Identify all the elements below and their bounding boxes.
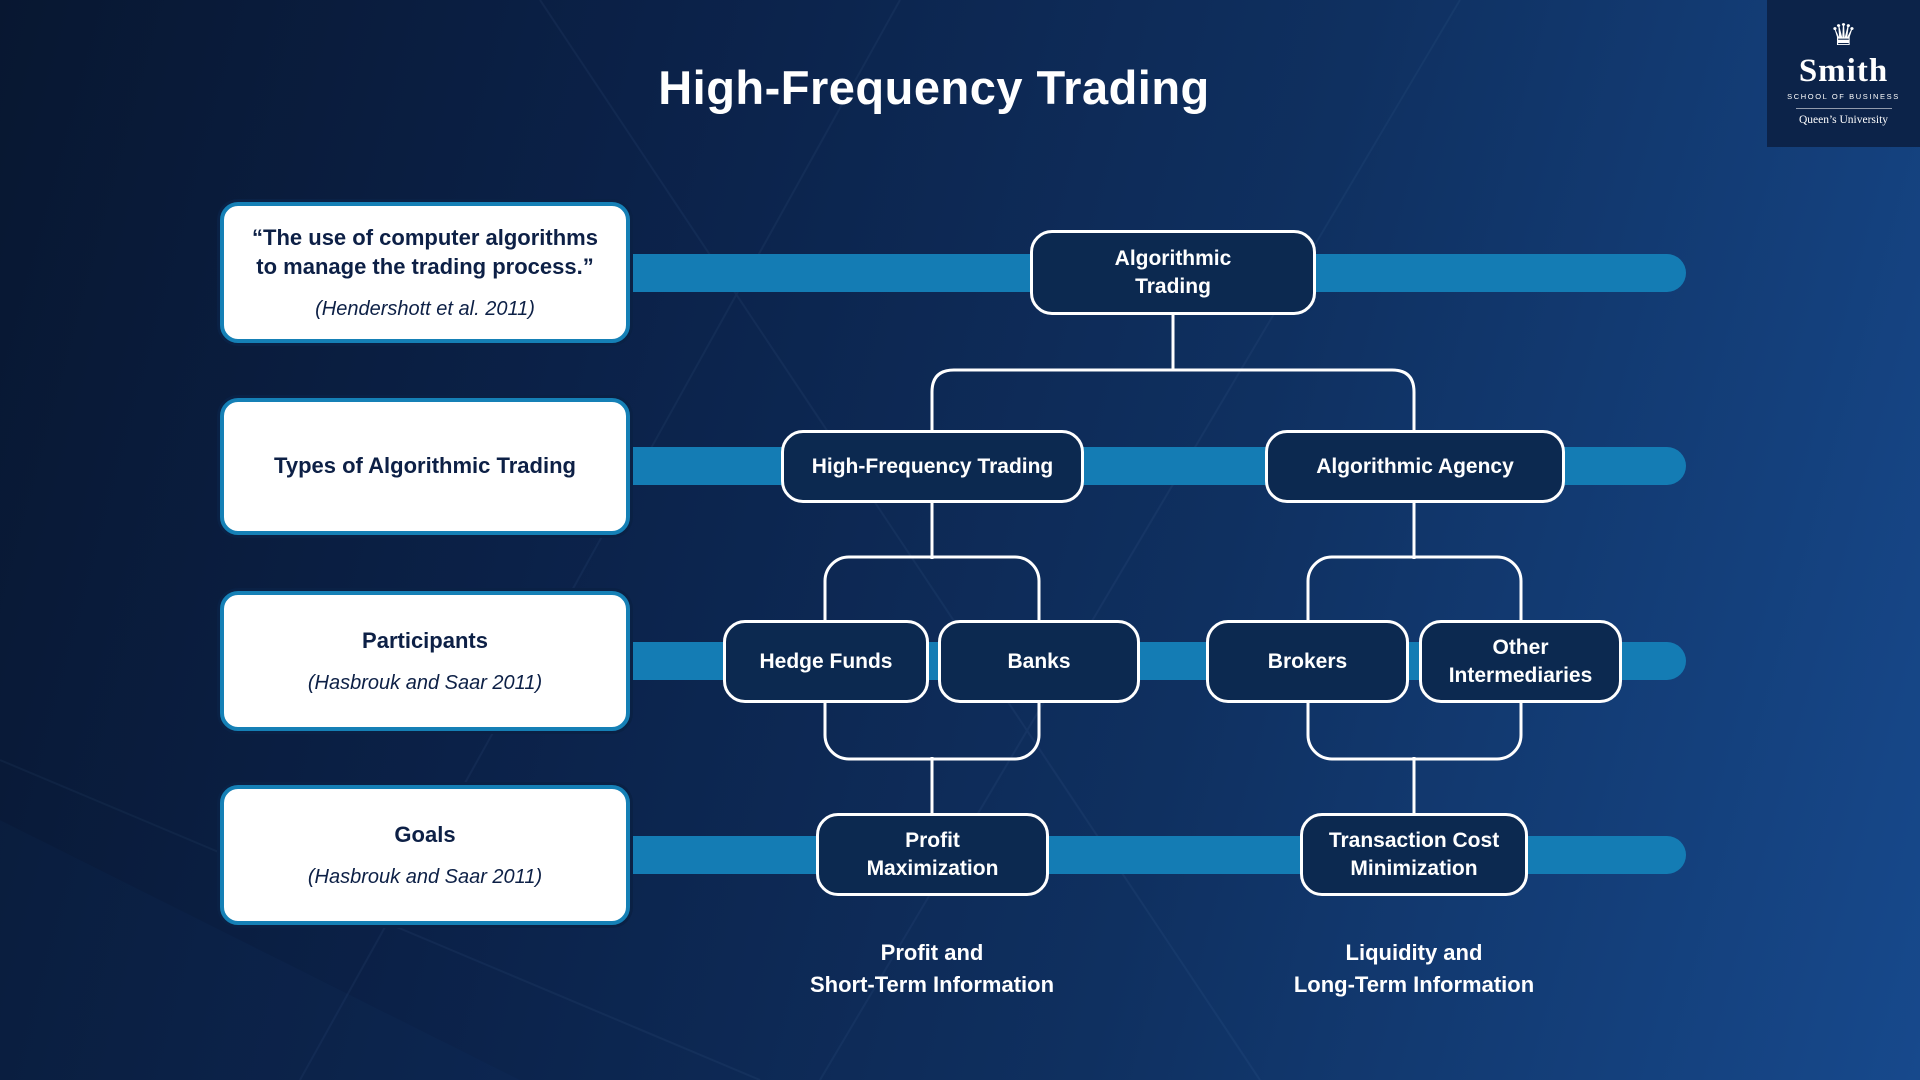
participants-label: Participants bbox=[362, 628, 488, 654]
node-other-intermediaries: Other Intermediaries bbox=[1419, 620, 1622, 703]
node-transaction-cost-minimization: Transaction Cost Minimization bbox=[1300, 813, 1528, 896]
types-label: Types of Algorithmic Trading bbox=[274, 453, 576, 479]
node-algorithmic-agency: Algorithmic Agency bbox=[1265, 430, 1565, 503]
participants-citation: (Hasbrouk and Saar 2011) bbox=[307, 671, 543, 694]
logo-wordmark: Smith bbox=[1798, 53, 1889, 89]
node-banks: Banks bbox=[938, 620, 1140, 703]
logo-school-text: SCHOOL OF BUSINESS bbox=[1787, 92, 1900, 101]
goals-box: Goals (Hasbrouk and Saar 2011) bbox=[220, 785, 630, 925]
caption-profit-information: Profit and Short-Term Information bbox=[809, 940, 1055, 997]
types-box: Types of Algorithmic Trading bbox=[220, 398, 630, 535]
logo-university-text: Queen’s University bbox=[1795, 108, 1892, 126]
smith-school-logo: ♛ Smith SCHOOL OF BUSINESS Queen’s Unive… bbox=[1767, 0, 1920, 147]
node-high-frequency-trading: High-Frequency Trading bbox=[781, 430, 1084, 503]
goals-citation: (Hasbrouk and Saar 2011) bbox=[307, 865, 543, 888]
caption-liquidity-information: Liquidity and Long-Term Information bbox=[1293, 940, 1535, 997]
goals-label: Goals bbox=[394, 822, 456, 848]
definition-quote: “The use of computer algorithms to manag… bbox=[252, 225, 598, 279]
node-brokers: Brokers bbox=[1206, 620, 1409, 703]
node-algorithmic-trading: Algorithmic Trading bbox=[1030, 230, 1316, 315]
definition-citation: (Hendershott et al. 2011) bbox=[315, 297, 535, 320]
crown-icon: ♛ bbox=[1830, 19, 1857, 52]
participants-box: Participants (Hasbrouk and Saar 2011) bbox=[220, 591, 630, 731]
connector-root-split bbox=[930, 368, 1416, 432]
definition-box: “The use of computer algorithms to manag… bbox=[220, 202, 630, 343]
node-hedge-funds: Hedge Funds bbox=[723, 620, 929, 703]
node-profit-maximization: Profit Maximization bbox=[816, 813, 1049, 896]
page-title: High-Frequency Trading bbox=[658, 61, 1210, 114]
